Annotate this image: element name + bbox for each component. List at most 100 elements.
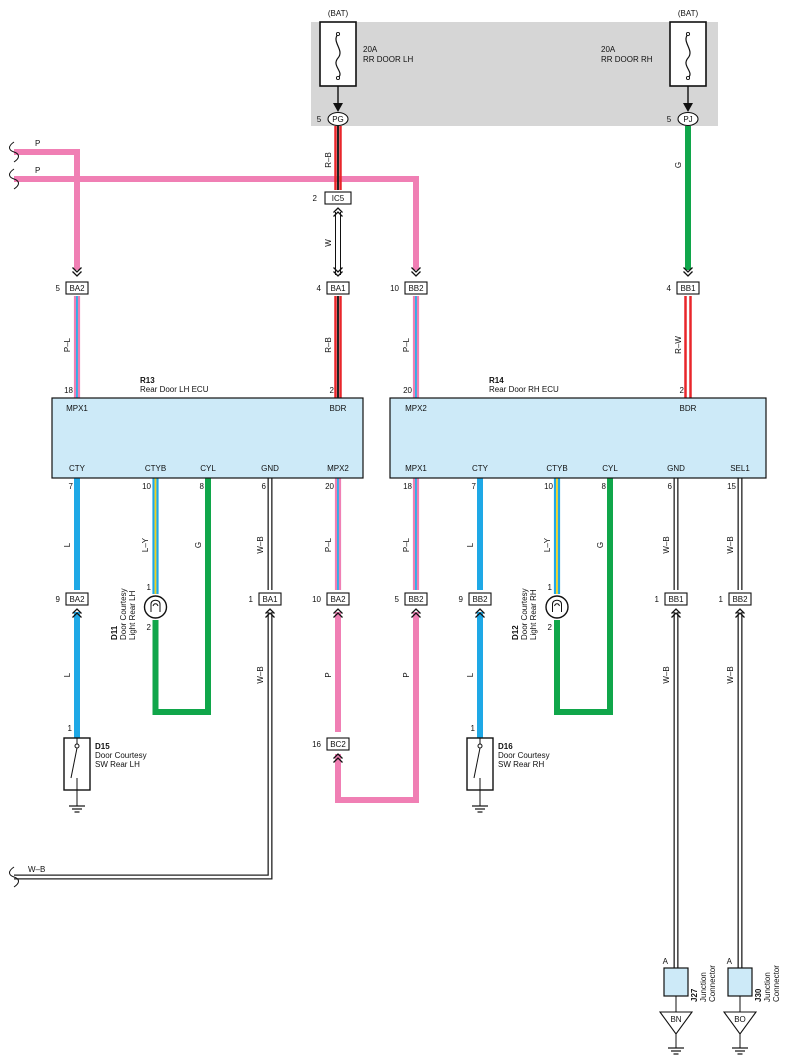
svg-text:5: 5 <box>56 284 61 293</box>
switch-name: Door Courtesy <box>95 751 147 760</box>
ecu-name: Rear Door LH ECU <box>140 385 209 394</box>
lamp-name: Door Courtesy <box>520 588 529 640</box>
connector-ic5: IC5 2 <box>313 191 352 218</box>
connector-id: PJ <box>683 115 692 124</box>
wire-r-w <box>684 296 692 398</box>
connector-ba2-top: BA2 5 <box>56 266 89 295</box>
svg-text:BC2: BC2 <box>330 740 346 749</box>
svg-text:BB1: BB1 <box>668 595 684 604</box>
wire-label: L–Y <box>543 537 552 552</box>
connector-bb2-sel1: BB2 1 <box>719 592 752 619</box>
svg-text:SEL1: SEL1 <box>730 464 750 473</box>
wire-pink-2 <box>14 176 419 270</box>
wire-l-y-rh <box>553 478 561 594</box>
pin-number: 5 <box>317 115 322 124</box>
svg-text:9: 9 <box>459 595 464 604</box>
inline-connectors: IC5 2 BA2 5 BA1 4 BB2 10 BB1 4 <box>56 191 752 764</box>
input-label: P <box>35 166 40 175</box>
svg-text:A: A <box>727 957 733 966</box>
wire-label: P <box>402 672 411 677</box>
wire-label: P <box>324 672 333 677</box>
junction-name: Connector <box>772 965 781 1002</box>
wire-green-cyl-rh <box>554 478 613 715</box>
svg-text:18: 18 <box>403 482 412 491</box>
wire-green-cyl-lh <box>152 478 211 715</box>
wire-p-l-mpx1-lh <box>73 296 81 398</box>
connector-ba1-top: BA1 4 <box>317 266 350 295</box>
svg-text:BB1: BB1 <box>680 284 696 293</box>
svg-text:CTYB: CTYB <box>546 464 567 473</box>
svg-text:MPX2: MPX2 <box>327 464 349 473</box>
svg-text:GND: GND <box>261 464 279 473</box>
lamp-code: D11 <box>110 625 119 640</box>
lamp-d11: 1 2 D11 Door Courtesy Light Rear LH <box>110 583 168 640</box>
connector-ba2-mpx2: BA2 10 <box>312 592 350 619</box>
switch-code: D16 <box>498 742 513 751</box>
switch-name: SW Rear LH <box>95 760 140 769</box>
wire-label: L–Y <box>141 537 150 552</box>
wire-label: W <box>324 239 333 247</box>
fuse-rating: 20A <box>601 45 616 54</box>
wire-label: W–B <box>726 666 735 683</box>
svg-text:IC5: IC5 <box>332 194 345 203</box>
connector-ba2-mid: BA2 9 <box>56 592 89 619</box>
svg-text:4: 4 <box>667 284 672 293</box>
fuse-rr-door-rh: (BAT) 20A RR DOOR RH PJ 5 <box>601 9 707 127</box>
junction-name: Junction <box>699 972 708 1002</box>
svg-text:1: 1 <box>655 595 660 604</box>
lamp-name: Light Rear RH <box>529 589 538 640</box>
switch-d16: 1 D16 Door Courtesy SW Rear RH <box>466 724 550 813</box>
switch-name: SW Rear RH <box>498 760 544 769</box>
svg-text:9: 9 <box>56 595 61 604</box>
fuse-source-label: (BAT) <box>328 9 349 18</box>
ecu-code: R14 <box>489 376 504 385</box>
svg-text:6: 6 <box>668 482 673 491</box>
wire-label: R–B <box>324 337 333 353</box>
svg-text:1: 1 <box>68 724 73 733</box>
wire-label: W–B <box>256 666 265 683</box>
svg-text:15: 15 <box>727 482 736 491</box>
lamp-d12: 1 2 D12 Door Courtesy Light Rear RH <box>511 583 569 640</box>
input-label: P <box>35 139 40 148</box>
svg-text:MPX1: MPX1 <box>66 404 88 413</box>
svg-text:BA2: BA2 <box>69 284 85 293</box>
fuse-panel <box>311 22 718 126</box>
fuse-name: RR DOOR LH <box>363 55 413 64</box>
switch-code: D15 <box>95 742 110 751</box>
wire-label: G <box>596 542 605 548</box>
ground-point: BN <box>670 1015 681 1024</box>
connector-bc2: BC2 16 <box>312 737 350 764</box>
fuse-source-label: (BAT) <box>678 9 699 18</box>
ecu-r13: R13 Rear Door LH ECU 18 2 MPX1 BDR CTY C… <box>51 376 364 491</box>
connector-id: PG <box>332 115 344 124</box>
svg-text:BB2: BB2 <box>472 595 488 604</box>
svg-text:18: 18 <box>64 386 73 395</box>
junction-code: J27 <box>690 988 699 1002</box>
lamp-code: D12 <box>511 625 520 640</box>
wire-p-l-mpx2-rh <box>412 296 420 398</box>
svg-text:2: 2 <box>147 623 152 632</box>
svg-text:2: 2 <box>313 194 318 203</box>
wire-p-l-mpx1-rh <box>412 478 420 590</box>
input-label: W–B <box>28 865 45 874</box>
connector-ba1-mid: BA1 1 <box>249 592 282 619</box>
svg-text:2: 2 <box>680 386 685 395</box>
svg-text:1: 1 <box>471 724 476 733</box>
wire-label: L <box>466 542 475 547</box>
svg-text:1: 1 <box>719 595 724 604</box>
svg-text:10: 10 <box>390 284 399 293</box>
svg-text:CYL: CYL <box>200 464 216 473</box>
svg-text:CYL: CYL <box>602 464 618 473</box>
connector-bb1-top: BB1 4 <box>667 266 700 295</box>
svg-text:1: 1 <box>147 583 152 592</box>
wire-label: G <box>194 542 203 548</box>
svg-text:2: 2 <box>548 623 553 632</box>
wire-label: W–B <box>726 536 735 553</box>
wire-label: P–L <box>402 537 411 552</box>
fuse-rating: 20A <box>363 45 378 54</box>
wires <box>14 126 743 968</box>
svg-text:BB2: BB2 <box>408 284 424 293</box>
lamp-name: Light Rear LH <box>128 590 137 640</box>
lamp-name: Door Courtesy <box>119 588 128 640</box>
wire-label: W–B <box>662 666 671 683</box>
